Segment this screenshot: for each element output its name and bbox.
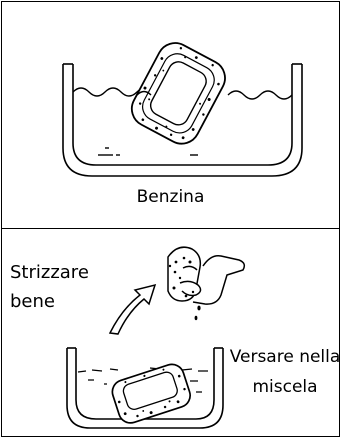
panel-top-label: Benzina — [0, 187, 341, 207]
liquid-drops-icon — [195, 306, 201, 321]
liquid-marks — [98, 148, 198, 155]
pour-instruction: Versare nella miscela — [229, 342, 341, 402]
sponge-icon — [109, 361, 193, 426]
squeeze-instruction: Strizzare bene — [10, 258, 89, 316]
squeeze-instruction-line1: Strizzare — [10, 258, 89, 287]
squeeze-instruction-line2: bene — [10, 287, 89, 316]
sponge-icon — [126, 37, 232, 150]
curved-arrow-icon — [110, 285, 155, 334]
pour-instruction-line2: miscela — [229, 372, 341, 402]
pour-instruction-line1: Versare nella — [229, 342, 341, 372]
squeezing-hand-icon — [168, 247, 244, 304]
